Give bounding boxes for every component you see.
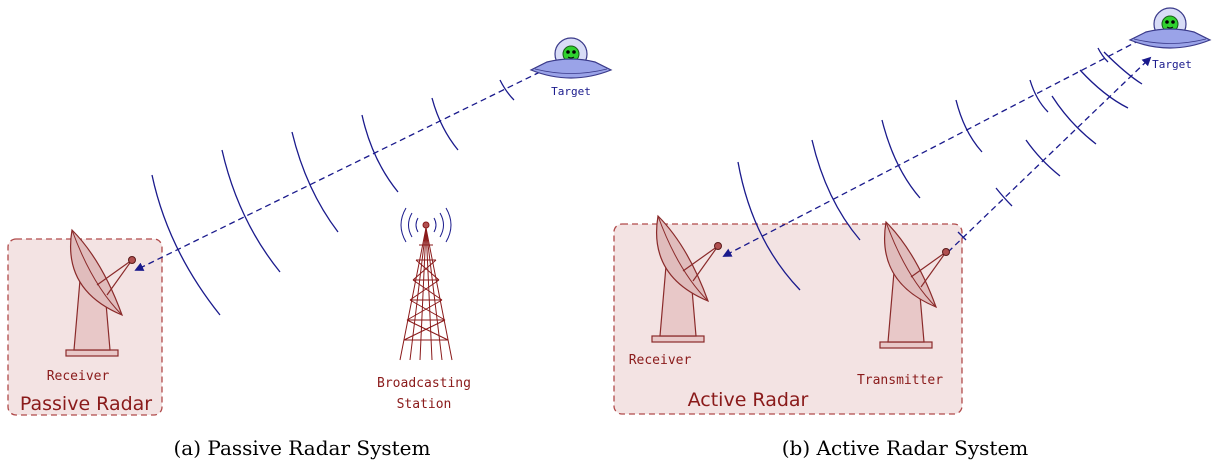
station-label-line1: Broadcasting bbox=[377, 376, 471, 391]
station-label-line2: Station bbox=[397, 397, 452, 412]
target-label-b: Target bbox=[1152, 58, 1192, 71]
caption-b: (b) Active Radar System bbox=[782, 436, 1029, 460]
receiver-label-a: Receiver bbox=[47, 369, 110, 384]
active-radar-label: Active Radar bbox=[688, 389, 809, 411]
transmitter-label-b: Transmitter bbox=[857, 373, 943, 388]
target-ufo-a bbox=[530, 37, 612, 79]
receiver-label-b: Receiver bbox=[629, 353, 692, 368]
signal-path-a bbox=[134, 71, 541, 271]
passive-radar-label: Passive Radar bbox=[20, 393, 152, 415]
signal-path-b-return bbox=[722, 39, 1141, 257]
wave-fronts-b-outgoing bbox=[957, 51, 1143, 241]
active-radar-box bbox=[613, 223, 963, 415]
panel-b: Receiver Transmitter Active Radar Target… bbox=[613, 7, 1211, 460]
target-ufo-b bbox=[1129, 7, 1211, 49]
signal-path-b-transmit bbox=[947, 56, 1152, 253]
caption-a: (a) Passive Radar System bbox=[174, 436, 431, 460]
panel-a: Receiver Passive Radar Target Broadcasti… bbox=[7, 37, 612, 460]
target-label-a: Target bbox=[551, 85, 591, 98]
wave-fronts-b-incoming bbox=[737, 47, 1109, 291]
broadcast-tower-icon bbox=[399, 207, 453, 361]
wave-fronts-a bbox=[151, 79, 515, 316]
